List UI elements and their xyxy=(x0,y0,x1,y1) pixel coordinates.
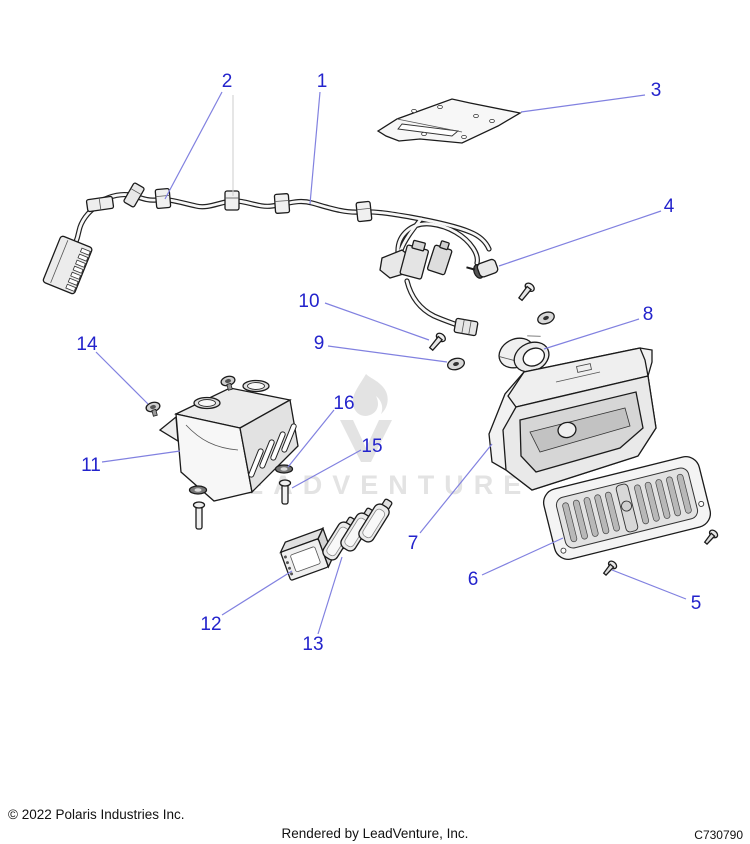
part-screw-5 xyxy=(703,529,719,545)
harness-fold xyxy=(123,182,145,208)
part-blank-plugs xyxy=(322,498,393,561)
part-fuse-box xyxy=(158,379,299,502)
copyright-text: © 2022 Polaris Industries Inc. xyxy=(8,807,185,822)
harness-connector xyxy=(42,235,93,295)
washer xyxy=(537,311,555,325)
rendered-by-text: Rendered by LeadVenture, Inc. xyxy=(281,826,469,841)
cable-tie xyxy=(154,187,172,210)
washer xyxy=(188,485,208,495)
inline-connector xyxy=(85,195,115,213)
screw xyxy=(517,282,535,302)
harness-end-connector xyxy=(453,317,479,337)
rivet xyxy=(220,375,236,391)
fuse-box-vents xyxy=(248,423,297,478)
fuse-box-post xyxy=(193,396,221,410)
callout-6[interactable]: 6 xyxy=(468,569,479,590)
callout-labels: 1 2 3 4 5 6 7 8 9 10 11 12 13 14 15 16 xyxy=(76,71,701,655)
callout-9[interactable]: 9 xyxy=(314,333,325,354)
part-wiring-harness xyxy=(42,182,489,337)
leadventure-flame-icon xyxy=(340,374,392,462)
leader-lines xyxy=(95,91,687,635)
bolt xyxy=(192,501,206,530)
part-vent-grille xyxy=(542,456,712,560)
part-washer-16 xyxy=(274,464,294,474)
part-bolt-15 xyxy=(278,479,292,505)
fuse-box-post xyxy=(242,379,270,393)
cable-tie xyxy=(273,193,291,214)
part-clip xyxy=(466,258,499,279)
callout-13[interactable]: 13 xyxy=(302,634,323,655)
diagram-code: C730790 xyxy=(694,828,743,842)
callout-1[interactable]: 1 xyxy=(317,71,328,92)
callout-14[interactable]: 14 xyxy=(76,334,98,355)
callout-5[interactable]: 5 xyxy=(691,593,702,614)
callout-16[interactable]: 16 xyxy=(333,393,354,414)
harness-sensor-cluster xyxy=(379,239,453,280)
callout-4[interactable]: 4 xyxy=(664,196,675,217)
part-washer-9 xyxy=(447,357,465,371)
callout-7[interactable]: 7 xyxy=(408,533,419,554)
cable-tie xyxy=(224,190,240,211)
part-rivet-14 xyxy=(145,401,161,417)
callout-8[interactable]: 8 xyxy=(643,304,654,325)
part-screw-5 xyxy=(602,560,618,576)
vent-slats xyxy=(562,473,692,543)
callout-15[interactable]: 15 xyxy=(361,436,382,457)
callout-11[interactable]: 11 xyxy=(81,455,101,476)
part-mount-bracket xyxy=(376,98,522,144)
part-screw-10 xyxy=(428,332,446,352)
cable-tie xyxy=(355,200,373,223)
callout-2[interactable]: 2 xyxy=(222,71,233,92)
callout-10[interactable]: 10 xyxy=(298,291,319,312)
callout-12[interactable]: 12 xyxy=(200,614,221,635)
callout-3[interactable]: 3 xyxy=(651,80,662,101)
part-grommet xyxy=(498,335,550,373)
part-storage-box xyxy=(488,347,657,491)
